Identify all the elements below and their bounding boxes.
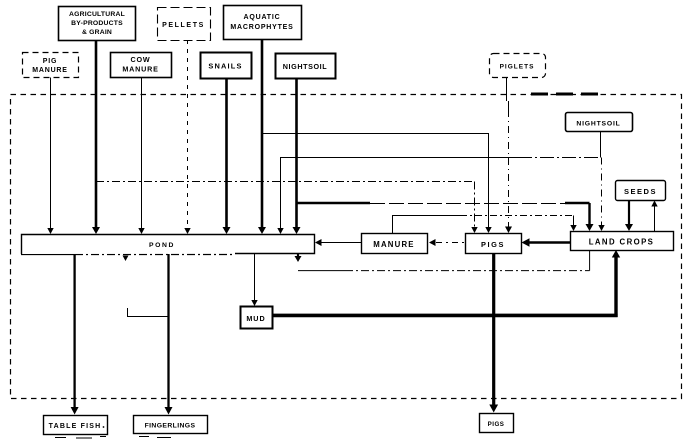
svg-text:BY-PRODUCTS: BY-PRODUCTS bbox=[71, 20, 123, 27]
svg-text:& GRAIN: & GRAIN bbox=[82, 29, 112, 36]
svg-text:SEEDS: SEEDS bbox=[624, 187, 657, 196]
svg-text:LAND CROPS: LAND CROPS bbox=[589, 238, 655, 247]
svg-text:PIGLETS: PIGLETS bbox=[500, 64, 535, 71]
svg-text:AQUATIC: AQUATIC bbox=[244, 14, 281, 21]
svg-text:FINGERLINGS: FINGERLINGS bbox=[145, 423, 196, 430]
svg-text:PIG: PIG bbox=[43, 58, 57, 65]
svg-text:MANURE: MANURE bbox=[32, 67, 68, 74]
svg-text:NIGHTSOIL: NIGHTSOIL bbox=[283, 62, 328, 71]
svg-text:NIGHTSOIL: NIGHTSOIL bbox=[576, 121, 620, 128]
svg-text:SNAILS: SNAILS bbox=[208, 62, 242, 71]
svg-text:MACROPHYTES: MACROPHYTES bbox=[230, 24, 293, 31]
svg-text:MUD: MUD bbox=[246, 314, 265, 323]
svg-text:POND: POND bbox=[149, 242, 175, 249]
svg-text:COW: COW bbox=[131, 55, 151, 64]
svg-text:MANURE: MANURE bbox=[373, 240, 414, 249]
svg-text:TABLE FISH: TABLE FISH bbox=[49, 423, 102, 430]
svg-text:AGRICULTURAL: AGRICULTURAL bbox=[69, 11, 125, 18]
svg-text:PIGS: PIGS bbox=[481, 240, 505, 249]
svg-text:PELLETS: PELLETS bbox=[162, 22, 205, 29]
svg-text:PIGS: PIGS bbox=[488, 421, 505, 428]
svg-text:MANURE: MANURE bbox=[122, 65, 158, 74]
